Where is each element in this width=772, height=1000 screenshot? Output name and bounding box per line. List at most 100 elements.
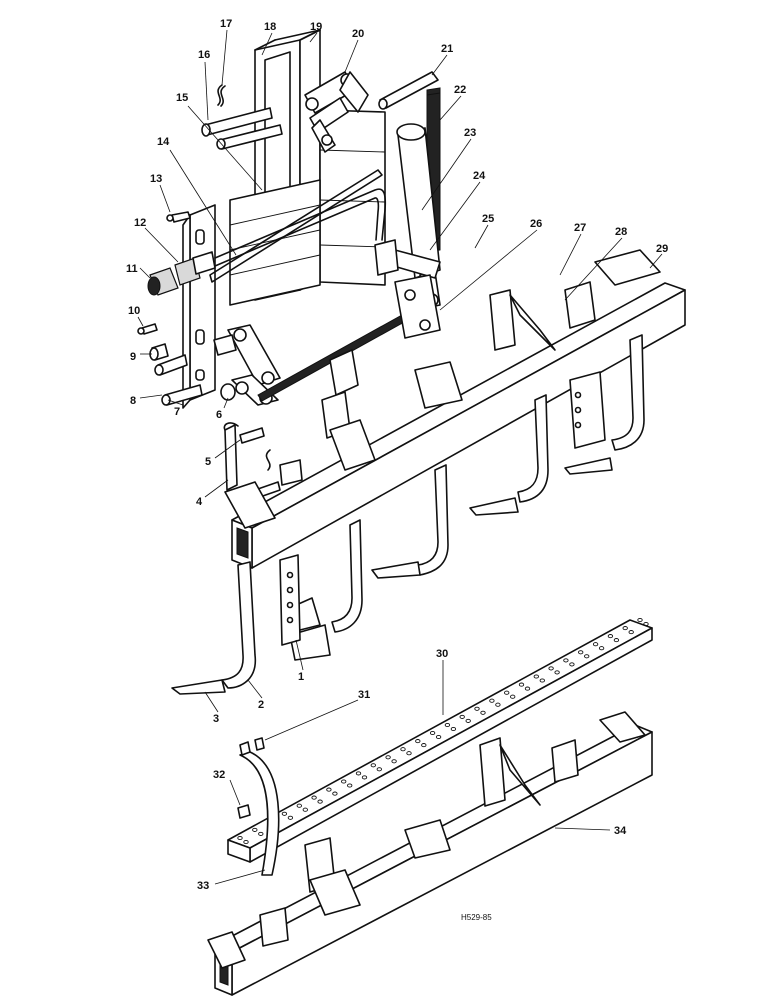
callout-15: 15 (176, 92, 188, 104)
perforation-hole (613, 638, 620, 643)
perforation-hole (332, 791, 338, 796)
perforation-hole (385, 755, 391, 760)
perforation-hole (495, 702, 501, 707)
perforation-hole (370, 763, 376, 768)
perforation-hole (637, 617, 643, 623)
perforation-hole (429, 730, 436, 736)
perforation-hole (465, 718, 471, 723)
callout-23: 23 (464, 127, 476, 139)
perforation-hole (435, 734, 442, 740)
callout-11: 11 (126, 263, 138, 275)
perforation-hole (281, 811, 288, 816)
perforation-hole (539, 678, 545, 683)
callout-21: 21 (441, 43, 453, 55)
perforation-hole (258, 831, 264, 836)
callout-16: 16 (198, 49, 210, 61)
perforation-hole (584, 654, 590, 659)
perforated-bar (227, 619, 653, 863)
lower-toolbar (207, 711, 653, 996)
callout-22: 22 (454, 84, 466, 96)
callout-31: 31 (358, 689, 370, 701)
tines (171, 334, 645, 695)
perforation-hole (341, 779, 347, 784)
perforation-hole (548, 666, 554, 671)
lower-pins (137, 323, 203, 406)
callout-30: 30 (436, 648, 448, 660)
callout-26: 26 (530, 218, 542, 230)
perforation-hole (400, 747, 406, 752)
perforation-hole (474, 706, 480, 711)
top-link (304, 71, 369, 153)
perforation-hole (504, 690, 510, 695)
callout-10: 10 (128, 305, 140, 317)
callout-7: 7 (174, 406, 180, 418)
perforation-hole (376, 767, 382, 772)
side-plate (182, 204, 216, 409)
perforation-hole (287, 815, 294, 820)
perforation-hole (533, 674, 539, 679)
callout-8: 8 (130, 395, 136, 407)
tine-clamps (279, 281, 596, 486)
callout-9: 9 (130, 351, 136, 363)
callout-18: 18 (264, 21, 276, 33)
callout-1: 1 (298, 671, 304, 683)
callout-12: 12 (134, 217, 146, 229)
callout-28: 28 (615, 226, 627, 238)
perforation-hole (622, 626, 628, 631)
callout-17: 17 (220, 18, 232, 30)
callout-34: 34 (614, 825, 627, 837)
perforation-hole (578, 650, 584, 655)
callout-33: 33 (197, 880, 209, 892)
callout-29: 29 (656, 243, 668, 255)
perforation-hole (421, 743, 427, 748)
callout-25: 25 (482, 213, 494, 225)
callout-3: 3 (213, 713, 219, 725)
perforation-hole (311, 795, 317, 800)
perforation-hole (347, 783, 353, 788)
perforation-hole (607, 634, 614, 639)
perforated-bar-holes (237, 617, 649, 845)
perforation-hole (480, 710, 486, 715)
perforation-hole (415, 739, 421, 744)
perforation-hole (628, 630, 634, 635)
lower-links (213, 239, 441, 499)
perforation-hole (361, 775, 368, 780)
hydraulic-pipe (209, 169, 387, 283)
perforation-hole (569, 662, 575, 667)
perforation-hole (444, 722, 451, 728)
perforation-hole (450, 726, 457, 732)
callout-2: 2 (258, 699, 264, 711)
perforation-hole (554, 670, 560, 675)
perforation-hole (563, 658, 569, 663)
callout-14: 14 (157, 136, 170, 148)
perforation-hole (406, 751, 412, 756)
callout-32: 32 (213, 769, 225, 781)
hydraulic-fittings (147, 211, 216, 296)
pins-upper (201, 71, 439, 150)
perforation-hole (598, 646, 605, 651)
perforation-hole (317, 799, 323, 804)
callout-13: 13 (150, 173, 162, 185)
callout-27: 27 (574, 222, 586, 234)
perforation-hole (326, 787, 332, 792)
perforation-hole (355, 771, 362, 776)
perforation-hole (237, 835, 243, 841)
callout-20: 20 (352, 28, 364, 40)
perforation-hole (296, 803, 302, 808)
curved-tine (237, 737, 280, 876)
callout-6: 6 (216, 409, 222, 421)
perforation-hole (391, 759, 397, 764)
perforation-hole (510, 694, 516, 699)
callout-24: 24 (473, 170, 486, 182)
headstock-mast (229, 29, 386, 306)
perforation-hole (489, 698, 495, 703)
perforation-hole (518, 682, 525, 687)
perforation-hole (302, 807, 308, 812)
perforation-hole (459, 714, 465, 719)
perforation-hole (243, 839, 249, 845)
perforation-hole (252, 827, 258, 832)
callout-labels: 1 2 3 4 5 6 7 8 9 10 11 12 13 14 15 16 1… (126, 18, 668, 892)
perforation-hole (643, 621, 649, 627)
